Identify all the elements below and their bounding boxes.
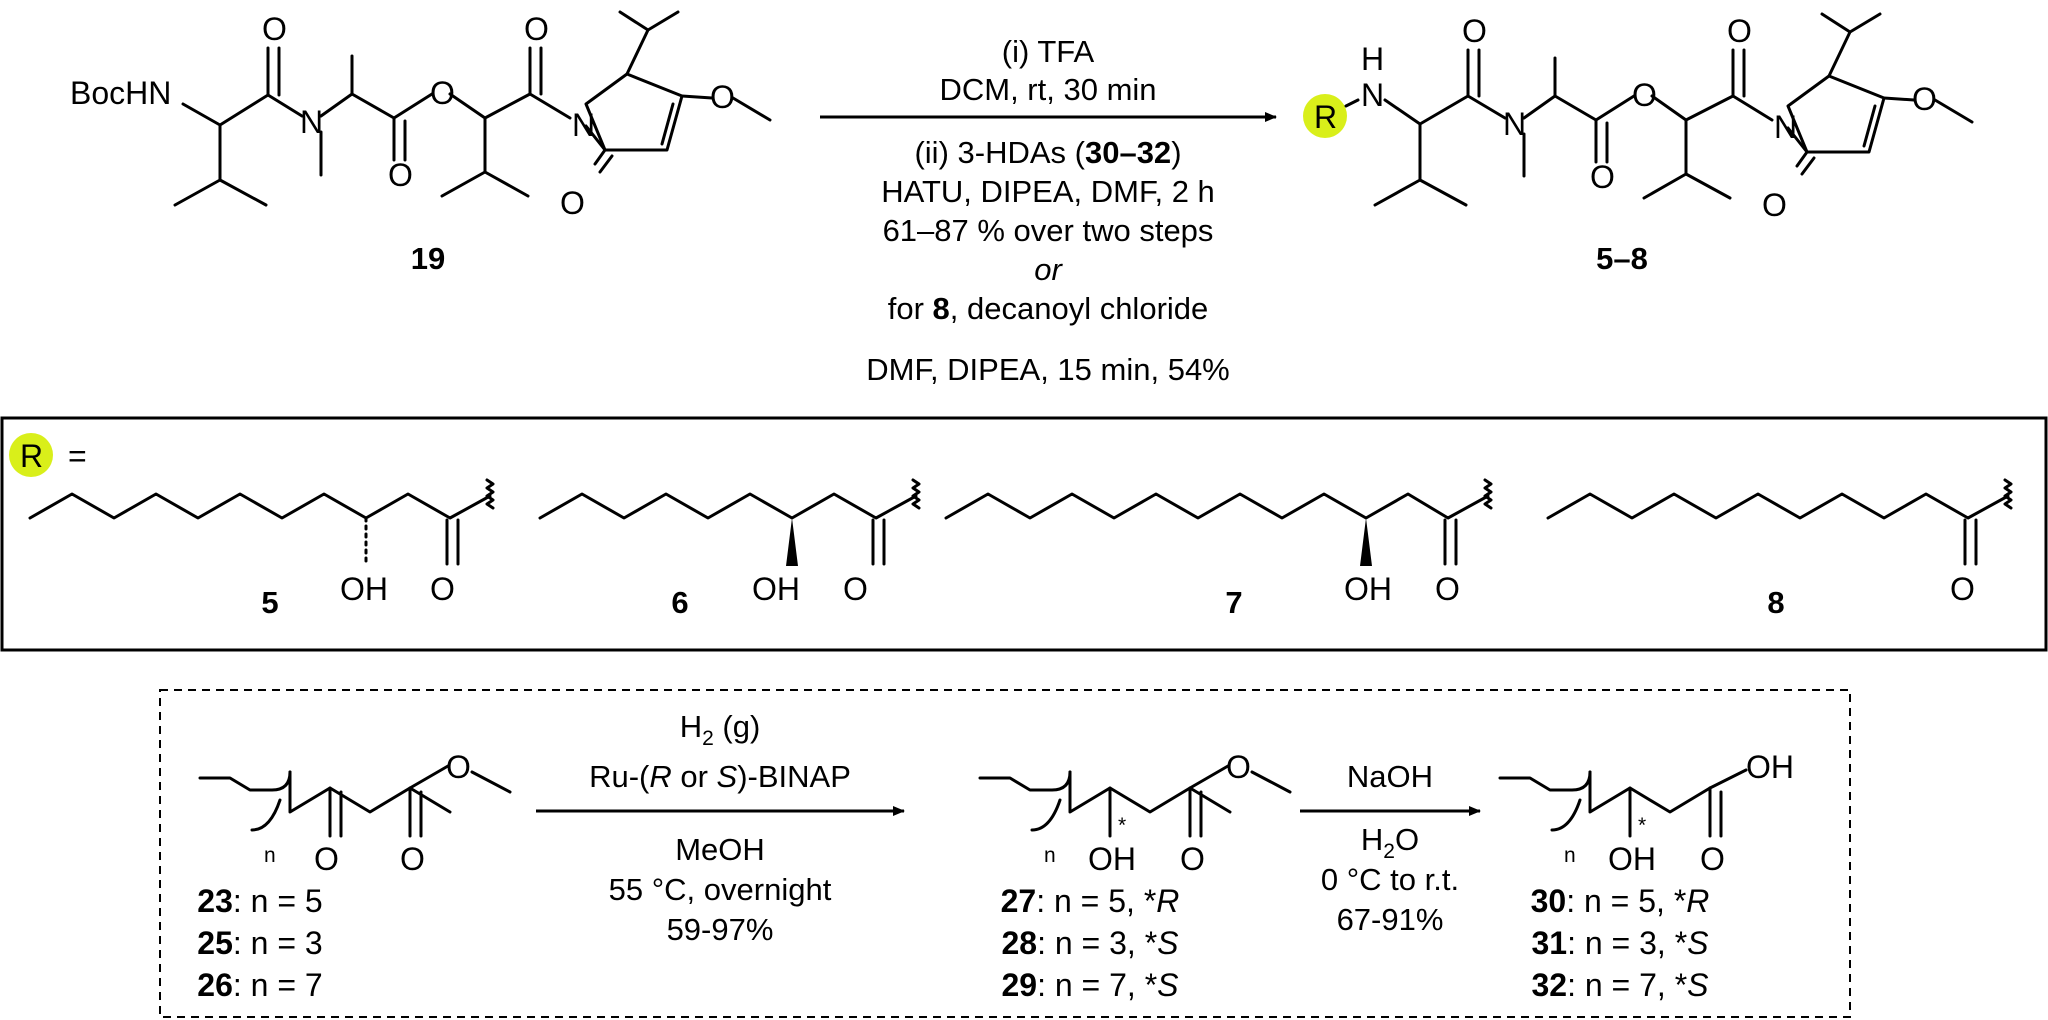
condition-alt: for 8, decanoyl chloride (888, 291, 1209, 326)
condition-step2: (ii) 3-HDAs (30–32) (914, 135, 1181, 170)
acid-row-2: 31: n = 3, *S (1531, 925, 1708, 961)
top-reaction-conditions: (i) TFA DCM, rt, 30 min (ii) 3-HDAs (30–… (820, 34, 1277, 387)
acid-star: * (1638, 814, 1646, 837)
hydroxyester-star: * (1118, 814, 1126, 837)
condition-h2: H2 (g) (680, 709, 761, 750)
condition-meoh: MeOH (675, 832, 765, 867)
acid-carbonyl-oxygen: O (1700, 841, 1725, 877)
condition-yield2: 67-91% (1337, 902, 1444, 937)
ketoester-ester-oxygen: O (446, 749, 471, 785)
product-carbonyl-oxygen-2: O (1727, 13, 1752, 49)
r6-oh: OH (752, 571, 800, 607)
condition-yield1: 59-97% (667, 912, 774, 947)
amide-nitrogen: N (1361, 77, 1384, 113)
r6-label: 6 (671, 585, 688, 620)
compound-19-bonds (173, 10, 772, 207)
r-group-6: OH O 6 (538, 478, 921, 620)
r6-o: O (843, 571, 868, 607)
panel-equals: = (68, 438, 87, 474)
condition-naoh: NaOH (1347, 759, 1433, 794)
product-lactam-oxygen: O (1762, 187, 1787, 223)
condition-step1: (i) TFA (1002, 34, 1095, 69)
product-pyrrolinone-nitrogen: N (1774, 109, 1797, 145)
carbonyl-oxygen-1: O (262, 11, 287, 47)
pyrrolinone-nitrogen: N (572, 107, 595, 143)
condition-or: or (1034, 252, 1063, 287)
product-bonds (1344, 12, 1974, 207)
product-ester-oxygen: O (1632, 77, 1657, 113)
lactam-oxygen: O (560, 185, 585, 221)
condition-yield: 61–87 % over two steps (883, 213, 1214, 248)
compound-19-structure: BocHN O N (70, 10, 772, 276)
ketoester-keto-oxygen: O (314, 841, 339, 877)
r-group-panel: R = OH O 5 OH O 6 (0, 416, 2048, 652)
condition-h2o: H2O (1361, 822, 1419, 863)
ketoester-row-1: 23: n = 5 (197, 883, 322, 919)
r7-o: O (1435, 571, 1460, 607)
ketoester-n: n (264, 844, 276, 867)
acid-n: n (1564, 844, 1576, 867)
r-group-8: O 8 (1546, 478, 2013, 620)
r5-label: 5 (261, 585, 278, 620)
r-group-label: R (1314, 99, 1337, 135)
carbonyl-oxygen-2: O (524, 11, 549, 47)
product-methoxy-oxygen: O (1912, 81, 1937, 117)
acid-oh: OH (1608, 841, 1656, 877)
product-ester-carbonyl-oxygen: O (1590, 159, 1615, 195)
acid-row-1: 30: n = 5, *R (1531, 883, 1710, 919)
bochn-label: BocHN (70, 75, 171, 111)
hydrogenation-conditions: H2 (g) Ru-(R or S)-BINAP MeOH 55 °C, ove… (536, 709, 905, 947)
hydroxyester-ester-oxygen: O (1226, 749, 1251, 785)
hydroxyester-oh: OH (1088, 841, 1136, 877)
condition-catalyst: Ru-(R or S)-BINAP (589, 759, 851, 794)
compound-19-label: 19 (411, 241, 445, 276)
hydroxyester-n: n (1044, 844, 1056, 867)
r-group-highlight (1303, 94, 1347, 138)
r5-oh: OH (340, 571, 388, 607)
r7-oh: OH (1344, 571, 1392, 607)
condition-temp1: 55 °C, overnight (609, 872, 832, 907)
ketoester-structure: n O O O (198, 749, 512, 877)
acid-row-3: 32: n = 7, *S (1531, 967, 1708, 1003)
hydroxyester-row-2: 28: n = 3, *S (1001, 925, 1178, 961)
product-carbonyl-oxygen-1: O (1462, 13, 1487, 49)
ester-oxygen: O (430, 75, 455, 111)
ketoester-row-2: 25: n = 3 (197, 925, 322, 961)
acid-structure: n * OH O OH (1498, 749, 1794, 877)
product-5-8-structure: R H N (1303, 12, 1974, 276)
ester-carbonyl-oxygen: O (388, 157, 413, 193)
condition-step2b: HATU, DIPEA, DMF, 2 h (881, 174, 1215, 209)
n-methyl-nitrogen: N (300, 104, 323, 140)
acid-hydroxyl: OH (1746, 749, 1794, 785)
panel-r-label: R (20, 438, 43, 474)
condition-temp2: 0 °C to r.t. (1321, 862, 1459, 897)
product-n-methyl-nitrogen: N (1503, 106, 1526, 142)
hda-synthesis-box: n O O O 23: n = 5 25: n = 3 26: n = 7 H2… (159, 689, 1851, 1018)
ketoester-carbonyl-oxygen: O (400, 841, 425, 877)
ketoester-row-3: 26: n = 7 (197, 967, 322, 1003)
r-group-7: OH O 7 (944, 478, 1493, 620)
r-group-5: OH O 5 (28, 478, 495, 620)
r-group-panel-border (0, 416, 2048, 652)
r8-label: 8 (1767, 585, 1784, 620)
hydroxyester-row-1: 27: n = 5, *R (1001, 883, 1180, 919)
product-label: 5–8 (1596, 241, 1648, 276)
hydroxyester-carbonyl-oxygen: O (1180, 841, 1205, 877)
hydrolysis-conditions: NaOH H2O 0 °C to r.t. 67-91% (1300, 759, 1481, 937)
panel-r-highlight (9, 433, 53, 477)
amide-hydrogen: H (1361, 41, 1384, 77)
condition-alt-b: DMF, DIPEA, 15 min, 54% (866, 352, 1230, 387)
r5-o: O (430, 571, 455, 607)
condition-step1b: DCM, rt, 30 min (939, 72, 1156, 107)
hydroxyester-row-3: 29: n = 7, *S (1001, 967, 1178, 1003)
methoxy-oxygen: O (710, 79, 735, 115)
r8-o: O (1950, 571, 1975, 607)
r7-label: 7 (1225, 585, 1242, 620)
hydroxyester-structure: n * OH O O (978, 749, 1292, 877)
hda-synthesis-border (159, 689, 1851, 1018)
